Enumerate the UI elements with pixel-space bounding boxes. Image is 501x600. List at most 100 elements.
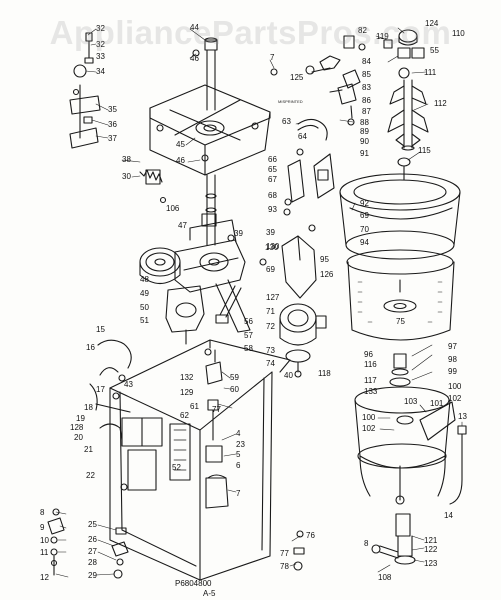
- part-label: 49: [140, 289, 149, 298]
- part-label: 76: [306, 531, 315, 540]
- part-label: 83: [362, 83, 371, 92]
- part-label: 34: [96, 67, 105, 76]
- part-label: 52: [172, 463, 181, 472]
- part-label: 15: [96, 325, 105, 334]
- part-label: 44: [190, 23, 199, 32]
- agitator-assembly: [383, 29, 429, 181]
- part-label: 126: [320, 270, 334, 279]
- part-label: 129: [180, 388, 194, 397]
- part-label: 119: [376, 32, 389, 41]
- part-label: 45: [176, 140, 185, 149]
- part-label: 46: [176, 156, 185, 165]
- part-label: 60: [230, 385, 239, 394]
- part-label: 35: [108, 105, 117, 114]
- part-label: 91: [360, 149, 369, 158]
- part-label: 65: [268, 165, 277, 174]
- part-label: 78: [280, 562, 289, 571]
- part-label: 94: [360, 238, 369, 247]
- part-label: 85: [362, 70, 371, 79]
- part-label: 6: [236, 461, 241, 470]
- part-label: 125: [290, 73, 304, 82]
- part-label: 130: [266, 242, 280, 251]
- part-label: 56: [244, 317, 253, 326]
- part-label: 63: [282, 117, 291, 126]
- part-label: 115: [418, 146, 431, 155]
- part-label: 55: [430, 46, 439, 55]
- part-label: 108: [378, 573, 392, 582]
- part-label: 43: [124, 380, 133, 389]
- part-label: 77: [280, 549, 289, 558]
- part-label: 89: [360, 127, 369, 136]
- part-label: 69: [360, 211, 369, 220]
- part-label: 23: [236, 440, 245, 449]
- part-label: 22: [86, 471, 95, 480]
- part-label: 100: [448, 382, 462, 391]
- part-label: 86: [362, 96, 371, 105]
- part-label: 110: [452, 29, 465, 38]
- left-hardware-stack: [69, 32, 278, 204]
- part-label: 84: [362, 57, 371, 66]
- part-label: 93: [268, 205, 277, 214]
- part-label: 48: [140, 275, 149, 284]
- part-label: 61: [190, 402, 199, 411]
- part-label: 33: [96, 52, 105, 61]
- part-label: 16: [86, 343, 95, 352]
- part-label: 133: [364, 387, 378, 396]
- part-label: 103: [404, 397, 418, 406]
- part-label: 100: [362, 413, 376, 422]
- part-label: 9: [40, 523, 45, 532]
- part-label: 32: [96, 24, 105, 33]
- part-label: 19: [76, 414, 85, 423]
- part-label: 96: [364, 350, 373, 359]
- part-label: 51: [140, 316, 149, 325]
- part-label: 21: [84, 445, 93, 454]
- part-label: 29: [88, 571, 97, 580]
- part-label: 32: [96, 40, 105, 49]
- outer-tub-and-basket: [339, 173, 467, 565]
- part-label: 57: [244, 331, 253, 340]
- part-label: 25: [88, 520, 97, 529]
- part-label: 124: [425, 19, 439, 28]
- part-label: 36: [108, 120, 117, 129]
- part-label: 27: [88, 547, 97, 556]
- part-label: 17: [96, 385, 105, 394]
- cabinet: [47, 339, 305, 581]
- part-label: 106: [166, 204, 180, 213]
- part-label: 132: [180, 373, 194, 382]
- part-label: 5: [236, 450, 241, 459]
- part-label: 47: [178, 221, 187, 230]
- part-label: 69: [266, 265, 275, 274]
- part-label: 28: [88, 558, 97, 567]
- part-label: 99: [448, 367, 457, 376]
- part-label: 8: [364, 539, 369, 548]
- part-label: 8: [40, 508, 45, 517]
- part-label: 97: [448, 342, 457, 351]
- part-label: 122: [424, 545, 438, 554]
- part-label: 117: [364, 376, 377, 385]
- part-label: 101: [430, 399, 444, 408]
- part-label: 95: [320, 255, 329, 264]
- part-label: 67: [268, 175, 277, 184]
- part-label: 68: [268, 191, 277, 200]
- misprinted-note: MISPRINTED: [278, 99, 303, 104]
- part-label: 7: [236, 489, 241, 498]
- part-label: 7: [270, 53, 275, 62]
- part-label: 88: [360, 118, 369, 127]
- drive-shaft-assembly: [149, 37, 271, 246]
- part-label: 59: [230, 373, 239, 382]
- leader-lines: [55, 27, 463, 578]
- part-label: 82: [358, 26, 367, 35]
- part-label: 11: [40, 548, 49, 557]
- part-label: 12: [40, 573, 49, 582]
- part-label: 128: [70, 423, 84, 432]
- part-label: 14: [444, 511, 453, 520]
- part-label: 123: [424, 559, 438, 568]
- part-label: 37: [108, 134, 117, 143]
- part-label: 75: [396, 317, 405, 326]
- part-label: 118: [318, 369, 331, 378]
- part-label: 98: [448, 355, 457, 364]
- upper-right-small-parts: [297, 35, 366, 141]
- part-label: 4: [236, 429, 241, 438]
